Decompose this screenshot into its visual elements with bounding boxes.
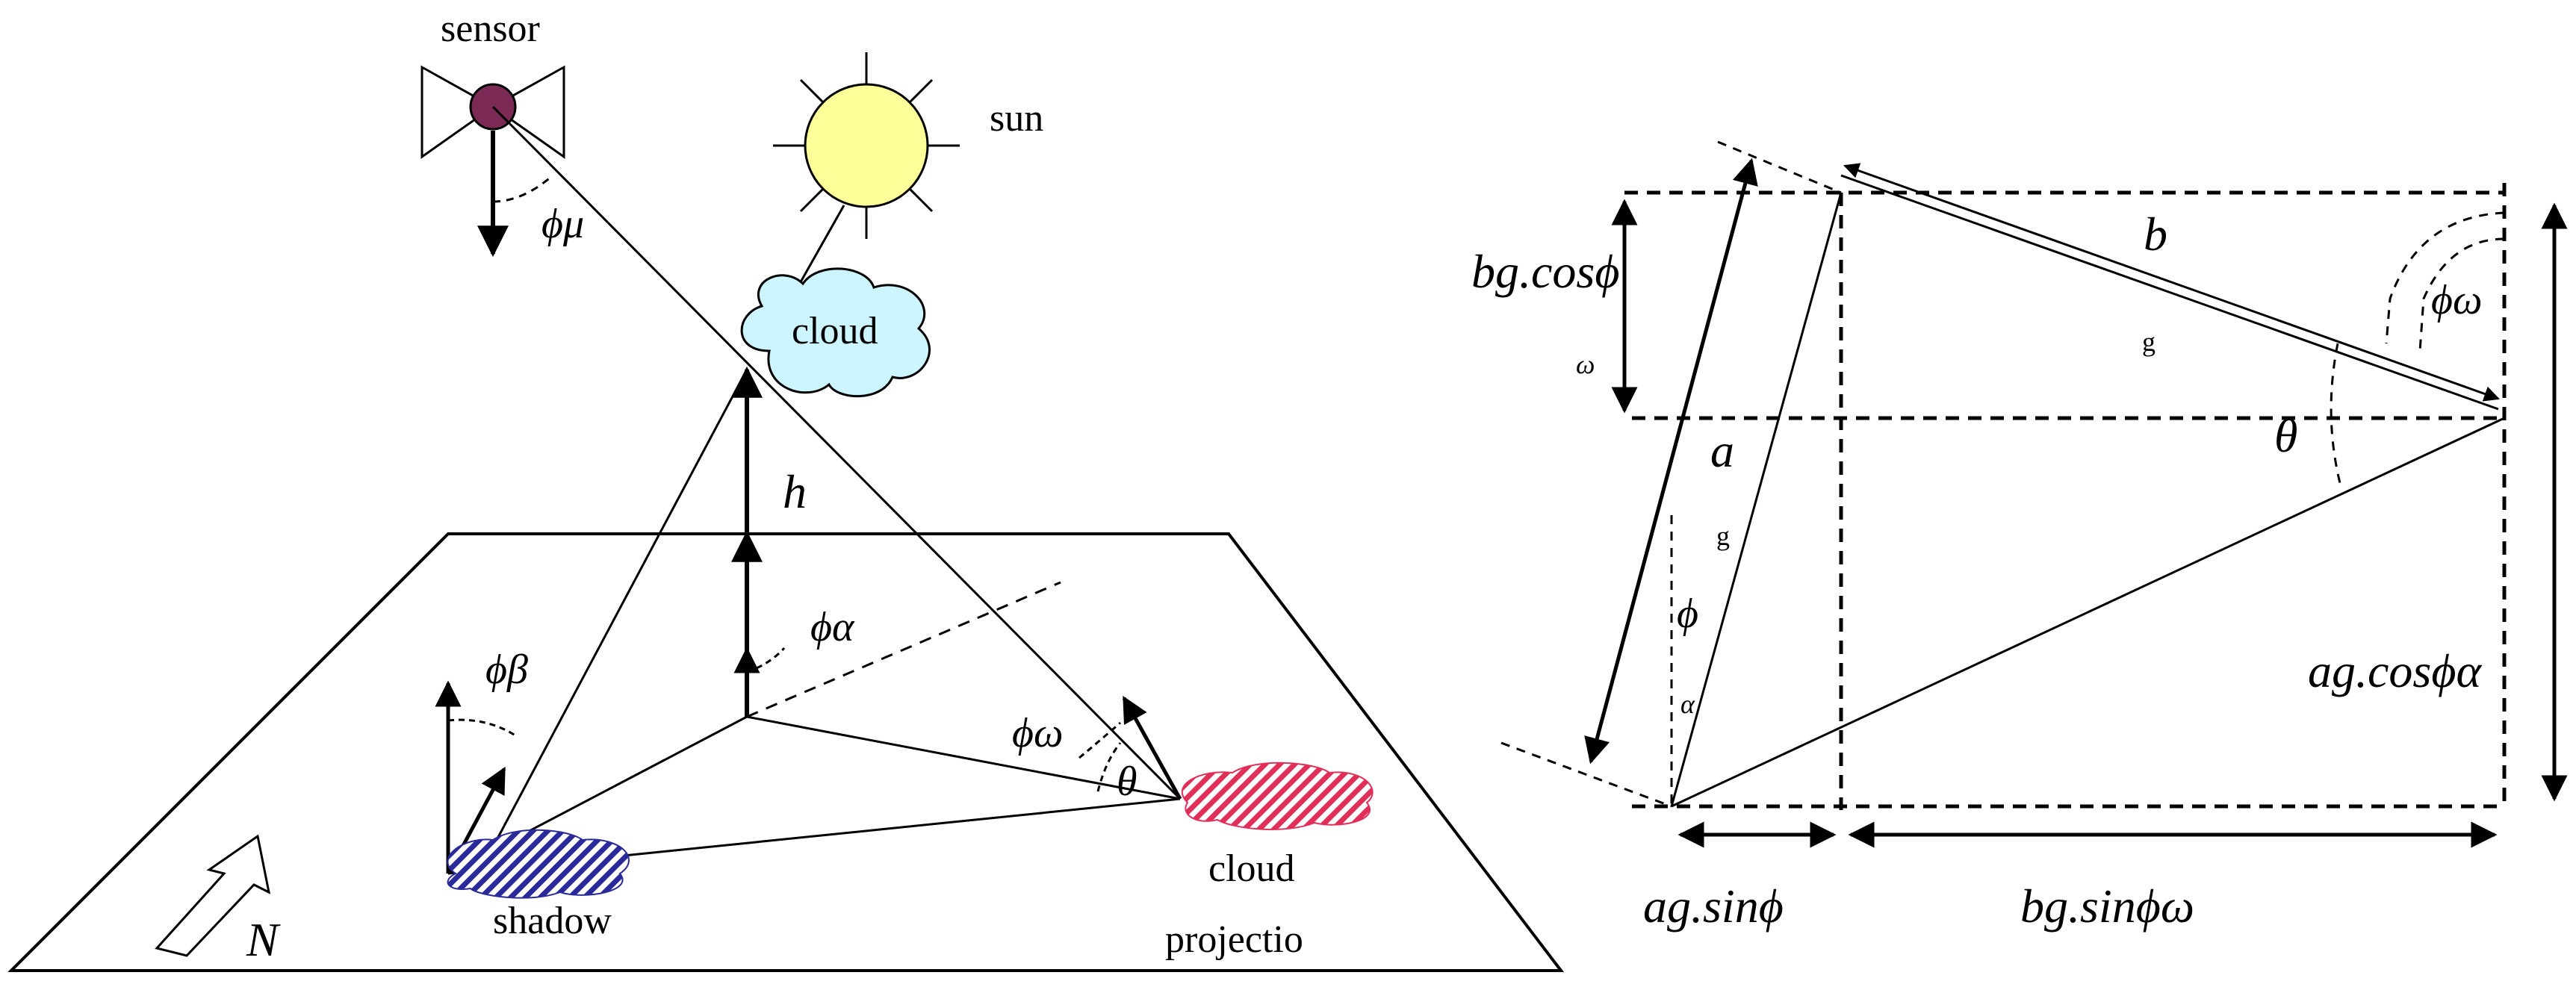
north-arrow-icon: N (155, 834, 281, 966)
theta-label: θ (2274, 409, 2297, 462)
a-label: a (1710, 424, 1734, 477)
arc-beta (447, 718, 516, 737)
side-a (1670, 192, 1843, 807)
ground-plane (7, 532, 1565, 972)
side-b-line (1840, 174, 2499, 411)
a-measure-arrow (1584, 158, 1758, 765)
arc-theta (1096, 742, 1122, 792)
height-label: h (783, 465, 807, 518)
a-sub: g (1716, 521, 1730, 551)
cloud-label: cloud (792, 310, 878, 352)
arc-phi-omega-1 (2385, 211, 2505, 344)
arc-phi-omega-2 (2418, 237, 2505, 352)
angle-omega-label: ϕω (1012, 710, 1064, 756)
sun-icon (773, 52, 960, 239)
sun-ray-line (794, 205, 845, 292)
arc-theta-right (2330, 343, 2343, 490)
cloud-icon (740, 267, 931, 398)
side-b-arrow (1843, 163, 2500, 402)
b-label: b (2144, 208, 2167, 261)
right-figure: b g a g ϕ α ϕω θ bg.cosϕ ω ag.cosϕα ag.s… (1471, 140, 2568, 933)
dashed-sun-azimuth (746, 581, 1061, 718)
arc-mu (492, 174, 553, 203)
projection-label-line2: projectio (1165, 918, 1303, 961)
north-letter: N (246, 913, 281, 966)
bottom-dim-left-label: ag.sinϕ (1643, 880, 1784, 933)
angle-theta-label: θ (1117, 759, 1138, 805)
left-figure: sensor ϕμ sun cloud h (7, 7, 1565, 972)
angle-alpha-label: ϕα (810, 604, 855, 650)
arc-omega (1078, 721, 1121, 759)
sun-label: sun (990, 97, 1043, 140)
view-line (491, 105, 1182, 800)
hypotenuse (1671, 417, 2505, 808)
left-dim-sub: ω (1576, 349, 1595, 379)
shadow-blob (447, 829, 630, 899)
right-dim-label: ag.cosϕα (2308, 644, 2482, 697)
sun-shadow-line (495, 369, 748, 841)
phi-sub: α (1680, 689, 1695, 719)
shadow-label: shadow (493, 900, 612, 942)
sensor-label: sensor (441, 7, 540, 50)
projection-label-line1: cloud (1208, 847, 1295, 890)
a-ext-top (1717, 140, 1842, 194)
arc-alpha (746, 647, 786, 673)
phi-label: ϕ (1677, 591, 1698, 637)
projection-direction-arrow (1122, 695, 1182, 800)
angle-mu-label: ϕμ (541, 201, 584, 247)
cloud-projection-blob (1181, 762, 1374, 830)
a-ext-bottom (1500, 741, 1672, 808)
b-sub: g (2142, 327, 2156, 357)
phi-omega-label: ϕω (2431, 277, 2483, 323)
ground-line-center-projection (746, 715, 1181, 800)
bottom-dim-right-label: bg.sinϕω (2020, 880, 2194, 933)
left-dim-label: bg.cosϕ (1471, 245, 1619, 298)
angle-beta-label: ϕβ (485, 647, 528, 693)
